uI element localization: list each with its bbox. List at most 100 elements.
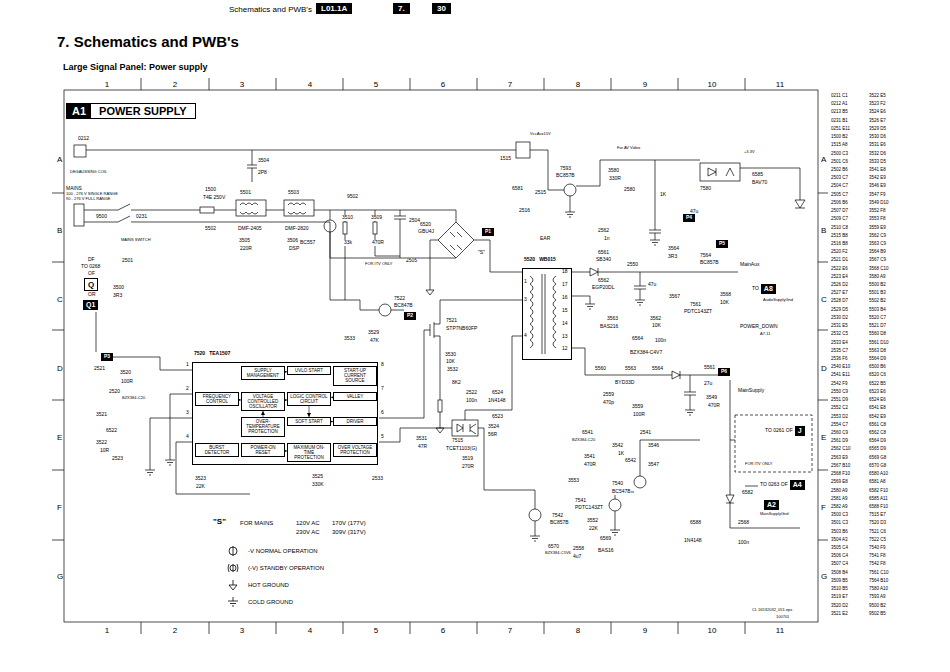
- component-label: 33k: [344, 240, 352, 246]
- component-label: 4: [186, 434, 189, 440]
- index-entry: 2510 C8: [831, 225, 848, 230]
- coil-symbol: [288, 203, 306, 214]
- grid-reference: 8: [576, 80, 580, 89]
- index-entry: 6524 E6: [869, 397, 886, 402]
- wire: [474, 240, 522, 272]
- connector-reference: TOA8: [752, 284, 776, 294]
- index-entry: 2569 E8: [831, 479, 848, 484]
- component-label: 10K: [720, 300, 729, 306]
- component-label: 22K: [196, 484, 205, 490]
- index-entry: 6500 B6: [869, 364, 886, 369]
- capacitor-symbol: [684, 392, 696, 395]
- component-label: DMF-2405: [238, 226, 262, 232]
- test-point-flag: P5: [716, 240, 728, 248]
- index-entry: 2531 E5: [831, 323, 848, 328]
- function-name: SUPPLY MANAGEMENT: [243, 368, 283, 378]
- component-label: CL 16532032_051.eps: [752, 608, 792, 613]
- index-entry: 3531 E6: [869, 142, 886, 147]
- component-label: 1515: [500, 156, 511, 162]
- component-label: 5563: [625, 366, 636, 372]
- function-name: SOFT START: [289, 419, 329, 424]
- component-label: 3552: [587, 518, 598, 524]
- index-entry: 3521 E2: [831, 611, 848, 616]
- index-entry: 2560 C9: [831, 430, 848, 435]
- component-label: 3506: [287, 238, 298, 244]
- component-label: 2559: [603, 392, 614, 398]
- grid-reference: 3: [240, 626, 244, 635]
- component-label: 3553: [568, 478, 579, 484]
- wire: [535, 521, 536, 536]
- index-entry: 6581 A8: [869, 479, 886, 484]
- component-label: MAINS SWITCH: [121, 238, 151, 243]
- index-entry: 5520 C7: [869, 315, 886, 320]
- optocoupler-symbol: [700, 163, 740, 181]
- component-label: 1: [524, 279, 527, 285]
- component-label: +3.3V: [744, 150, 755, 155]
- component-label: EGP20DL: [592, 285, 615, 291]
- component-label: 100701: [776, 615, 789, 620]
- component-label: 90 - 276 V FULL RANGE: [66, 197, 111, 202]
- component-label: 56R: [488, 432, 497, 438]
- connector-name: J: [795, 426, 805, 436]
- index-entry: 2562 C10: [831, 446, 851, 451]
- component-label: 7522: [394, 296, 405, 302]
- wire: [465, 336, 522, 420]
- component-label: 6: [381, 410, 384, 416]
- component-label: 6588: [690, 520, 701, 526]
- ground-symbol: [436, 428, 444, 433]
- component-label: 2520: [109, 389, 120, 395]
- diode-symbol: [726, 495, 734, 503]
- transistor-symbol: [379, 304, 391, 316]
- function-name: OVER-TEMPERATURE PROTECTION: [243, 419, 283, 435]
- component-label: BC847B: [394, 303, 413, 309]
- index-entry: 7540 F9: [869, 545, 886, 550]
- index-entry: 7541 F8: [869, 553, 886, 558]
- coil-symbol: [236, 200, 266, 216]
- ic-function-block: BURST DETECTOR: [195, 443, 239, 457]
- component-label: OR: [88, 292, 96, 298]
- diode-symbol: [450, 232, 462, 250]
- component-label: 2580: [624, 187, 635, 193]
- index-entry: 6522 B5: [869, 381, 886, 386]
- grid-reference: E: [821, 433, 826, 442]
- index-entry: 3547 F9: [869, 192, 886, 197]
- component-label: 1500: [205, 187, 216, 193]
- grid-reference: 10: [708, 80, 717, 89]
- index-entry: 6523 E6: [869, 389, 886, 394]
- grid-reference: 2: [173, 80, 177, 89]
- component-label: 2562: [598, 228, 609, 234]
- component-label: TO 0268: [81, 264, 100, 270]
- index-entry: 2535 C7: [831, 348, 848, 353]
- component-label: T4E 250V: [203, 195, 225, 201]
- grid-reference: C: [57, 295, 63, 304]
- index-entry: 7561 C10: [869, 570, 889, 575]
- component-label: BZX384-C4V7: [630, 350, 662, 356]
- resistor-symbol: [343, 222, 347, 234]
- connector-caption: TO: [752, 286, 759, 292]
- component-label: 10K: [446, 359, 455, 365]
- wire: [252, 150, 253, 182]
- index-entry: 2521 D1: [831, 257, 848, 262]
- legend-symbol-part: [233, 546, 234, 556]
- index-entry: 3500 C3: [831, 512, 848, 517]
- component-label: BC857B: [556, 173, 575, 179]
- part-type: WB015: [539, 257, 556, 263]
- index-entry: 3532 D6: [869, 151, 886, 156]
- ic-function-block: UVLO START: [287, 366, 331, 375]
- component-label: 3: [186, 410, 189, 416]
- index-entry: 2542 F9: [831, 381, 848, 386]
- transformer-outline: 5520WB015: [522, 268, 572, 360]
- wire: [379, 300, 522, 428]
- index-entry: 5502 B2: [869, 298, 886, 303]
- component-label: 17: [562, 282, 568, 288]
- component-label: 5564: [652, 366, 663, 372]
- component-label: 47R: [418, 444, 427, 450]
- grid-reference: 4: [308, 626, 312, 635]
- dashed-outline: [735, 415, 812, 472]
- component-label: FOR ITV ONLY: [745, 462, 772, 467]
- component-label: 5: [381, 434, 384, 440]
- component-label: 2550: [627, 262, 638, 268]
- index-entry: 2505 C7: [831, 192, 848, 197]
- legend-text: COLD GROUND: [248, 599, 293, 606]
- transistor-symbol: [634, 476, 646, 488]
